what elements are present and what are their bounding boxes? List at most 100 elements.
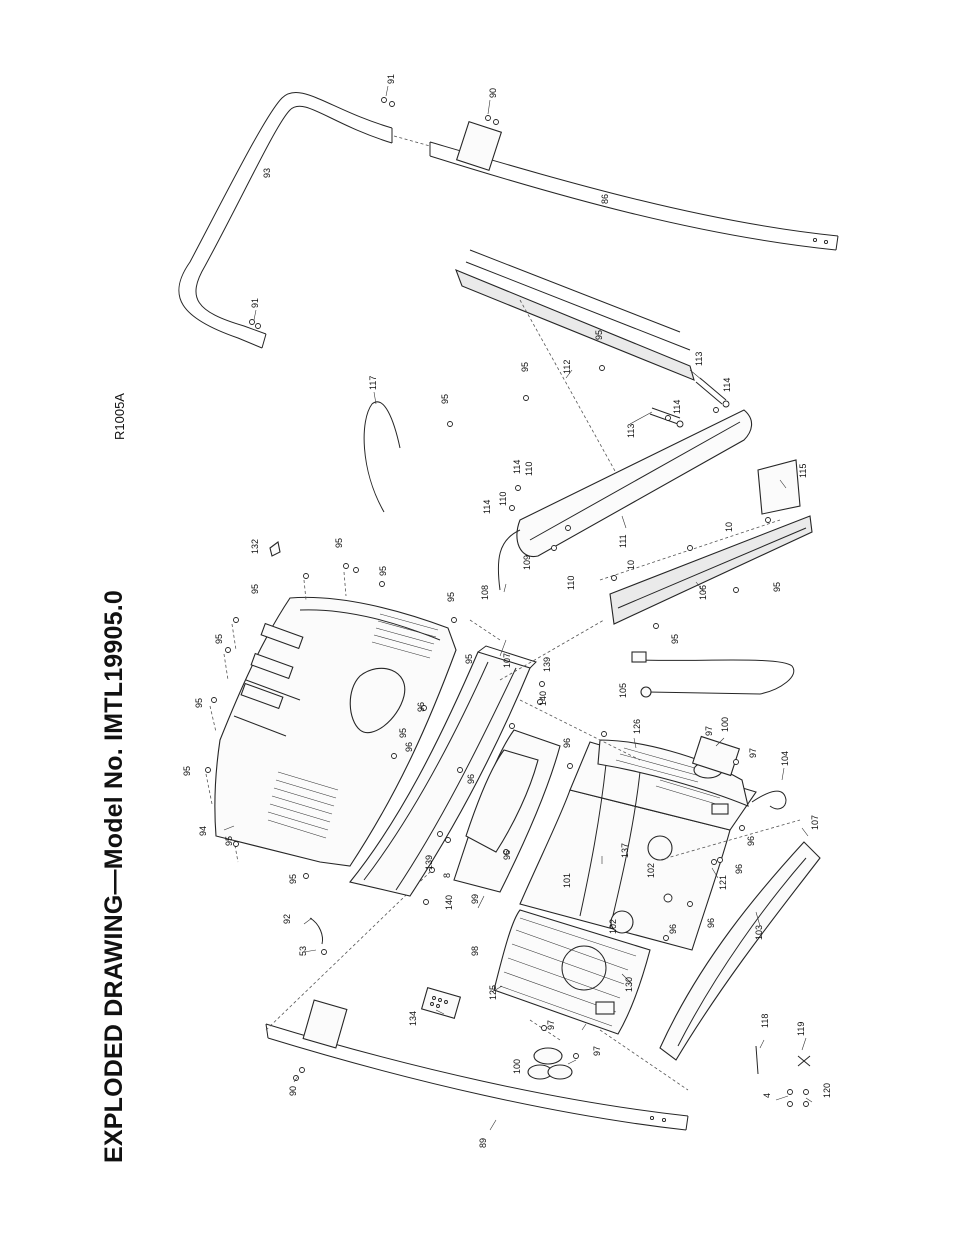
callout-96: 96 <box>466 774 476 784</box>
callout-126: 126 <box>632 719 642 734</box>
assembly-dash-lines <box>469 619 801 1091</box>
callout-101: 101 <box>562 873 572 888</box>
callout-110: 110 <box>524 462 534 476</box>
right-upright-part-86 <box>429 121 839 251</box>
callout-95: 95 <box>378 566 388 576</box>
callout-132: 132 <box>250 539 260 554</box>
page-title: EXPLODED DRAWING—Model No. IMTL19905.0 <box>100 590 128 1163</box>
callout-98: 98 <box>470 946 480 956</box>
upright-bracket-part-111 <box>516 409 753 557</box>
bolt-set-113-114 <box>649 377 730 428</box>
callout-113: 113 <box>694 352 704 366</box>
end-cap-part-103 <box>659 841 821 1061</box>
callout-94: 94 <box>198 826 208 836</box>
side-grill-part-126 <box>597 739 749 815</box>
callout-10: 10 <box>724 522 734 532</box>
callout-91: 91 <box>386 74 396 84</box>
left-upright-part-89 <box>265 999 689 1131</box>
hood-vent-grill-lower <box>267 771 339 839</box>
callout-95: 95 <box>446 592 456 602</box>
callout-53: 53 <box>298 946 308 956</box>
callout-96: 96 <box>668 924 678 934</box>
callout-139: 139 <box>542 657 552 672</box>
callout-95: 95 <box>398 728 408 738</box>
callout-104: 104 <box>780 751 790 766</box>
dash-line-left-upright <box>265 871 431 1031</box>
drawing-code: R1005A <box>112 393 127 440</box>
callout-125: 125 <box>488 985 498 1000</box>
callout-106: 106 <box>698 585 708 600</box>
callout-96: 96 <box>416 702 426 712</box>
callout-99: 99 <box>470 894 480 904</box>
callout-134: 134 <box>408 1011 418 1026</box>
callout-113: 113 <box>626 424 636 438</box>
lower-cover-part-99 <box>453 729 561 893</box>
callout-95: 95 <box>464 654 474 664</box>
callout-100: 100 <box>720 717 730 732</box>
callout-93: 93 <box>262 168 272 178</box>
callout-91: 91 <box>250 298 260 308</box>
callout-107: 107 <box>810 815 820 830</box>
hood-vent-grill-upper <box>371 613 439 659</box>
bracket-plate-part-115 <box>757 459 801 515</box>
callout-96: 96 <box>404 742 414 752</box>
callout-labels: 91 90 93 86 91 117 95 95 112 95 113 114 … <box>182 74 832 1148</box>
callout-137: 137 <box>620 843 630 858</box>
dash-112-111 <box>519 299 621 481</box>
callout-117: 117 <box>368 376 378 390</box>
callout-95: 95 <box>334 538 344 548</box>
callout-95: 95 <box>594 330 604 340</box>
callout-97: 97 <box>704 726 714 736</box>
callout-96: 96 <box>734 864 744 874</box>
callout-95: 95 <box>520 362 530 372</box>
callout-90: 90 <box>488 88 498 98</box>
callout-96: 96 <box>746 836 756 846</box>
callout-4: 4 <box>762 1093 772 1098</box>
callout-121: 121 <box>718 875 728 890</box>
callout-96: 96 <box>706 918 716 928</box>
callout-89: 89 <box>478 1138 488 1148</box>
callout-86: 86 <box>600 194 610 204</box>
callout-140: 140 <box>444 895 454 910</box>
callout-95: 95 <box>214 634 224 644</box>
callout-92: 92 <box>282 914 292 924</box>
callout-95: 95 <box>182 766 192 776</box>
hood-rail-part-107 <box>349 645 537 897</box>
callout-130: 130 <box>624 977 634 992</box>
callout-108: 108 <box>480 585 490 600</box>
callout-110: 110 <box>566 576 576 590</box>
wire-part-104 <box>751 790 787 810</box>
callout-118: 118 <box>760 1014 770 1028</box>
callout-110: 110 <box>498 492 508 506</box>
callout-114: 114 <box>482 500 492 514</box>
callout-90: 90 <box>288 1086 298 1096</box>
callout-leaders <box>223 85 813 1131</box>
callout-107: 107 <box>502 653 512 668</box>
callout-97: 97 <box>592 1046 602 1056</box>
callout-95: 95 <box>224 836 234 846</box>
callout-95: 95 <box>440 394 450 404</box>
callout-97: 97 <box>546 1020 556 1030</box>
callout-96: 96 <box>562 738 572 748</box>
callout-120: 120 <box>822 1083 832 1098</box>
wire-part-109 <box>497 529 521 591</box>
front-grill-part-125 <box>493 909 651 1035</box>
side-plate-part-106 <box>609 515 813 625</box>
callout-139: 139 <box>424 855 434 870</box>
callout-95: 95 <box>250 584 260 594</box>
wire-loop-part-105 <box>631 651 795 698</box>
callout-8: 8 <box>442 873 452 878</box>
callout-114: 114 <box>672 400 682 414</box>
upper-handrail-part-93 <box>178 92 393 349</box>
fastener-markers <box>205 97 809 1107</box>
fan-part-100-lower <box>527 1047 573 1080</box>
hood-fastener-dashes <box>205 571 347 863</box>
callout-119: 119 <box>796 1022 806 1036</box>
fan-part-100-upper <box>691 735 741 779</box>
callout-105: 105 <box>618 683 628 698</box>
motor-hood-part-94 <box>214 596 457 867</box>
callout-95: 95 <box>194 698 204 708</box>
callout-103: 103 <box>754 925 764 940</box>
callout-114: 114 <box>512 460 522 474</box>
